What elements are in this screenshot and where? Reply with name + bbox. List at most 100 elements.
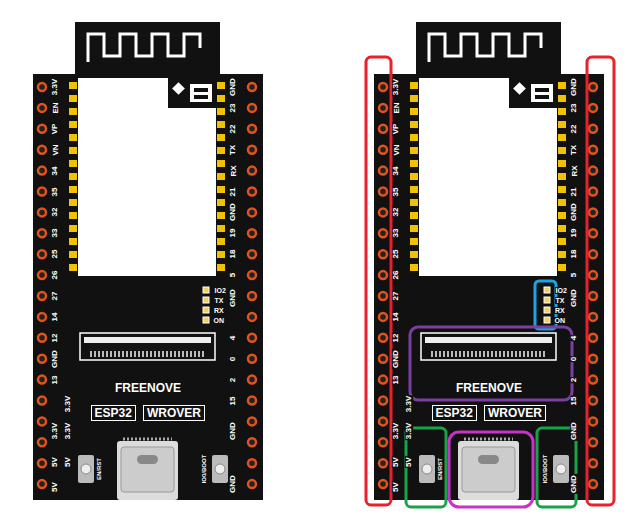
pin-label: 12 xyxy=(392,332,400,343)
led-label: IO2 xyxy=(555,287,568,294)
led-label: RX xyxy=(554,307,566,314)
pin-label: 34 xyxy=(392,165,400,176)
pin-label: EN xyxy=(51,101,59,114)
pin-label: 23 xyxy=(229,102,237,113)
pin-label: 33 xyxy=(392,228,400,239)
pin-label: 18 xyxy=(570,249,578,260)
model-label: ESP32 xyxy=(91,405,136,421)
esp32-board xyxy=(374,22,604,500)
pin-label: 35 xyxy=(51,186,59,197)
button-label: IO0/BOOT xyxy=(201,454,207,485)
pin-label: 4 xyxy=(229,335,237,341)
pin-label: 2 xyxy=(570,376,578,382)
pin-label: GND xyxy=(570,288,578,308)
pin-label: 3.3V xyxy=(405,422,413,440)
pin-label: 0 xyxy=(229,355,237,361)
pin-label: 19 xyxy=(229,228,237,239)
led-label: RX xyxy=(213,307,225,314)
pin-label: 27 xyxy=(51,291,59,302)
pin-label: 0 xyxy=(570,355,578,361)
led-label: ON xyxy=(554,317,567,324)
pin-label: GND xyxy=(229,203,237,223)
pin-label: VN xyxy=(51,143,59,156)
header-highlight xyxy=(587,57,614,505)
pin-label: 5V xyxy=(64,456,72,468)
pin-label: 2 xyxy=(229,376,237,382)
brand-label: FREENOVE xyxy=(455,382,523,394)
pin-label: 21 xyxy=(570,186,578,197)
usb-highlight xyxy=(449,432,533,507)
pin-label: 5V xyxy=(51,456,59,468)
pin-label: GND xyxy=(229,77,237,97)
pin-label: RX xyxy=(570,164,578,177)
model-label: WROVER xyxy=(484,405,546,421)
pin-label: 3.3V xyxy=(64,395,72,413)
pin-label: 26 xyxy=(392,270,400,281)
pin-label: 5V xyxy=(51,481,59,493)
led-label: IO2 xyxy=(214,287,227,294)
pin-label: 25 xyxy=(51,249,59,260)
pin-label: 12 xyxy=(51,332,59,343)
model-label: ESP32 xyxy=(432,405,477,421)
pin-label: 34 xyxy=(51,165,59,176)
pin-label: GND xyxy=(229,288,237,308)
pin-label: TX xyxy=(229,144,237,156)
pin-label: 3.3V xyxy=(64,422,72,440)
pin-label: GND xyxy=(570,77,578,97)
pin-label: 19 xyxy=(570,228,578,239)
pin-label: 25 xyxy=(392,249,400,260)
pin-label: GND xyxy=(570,421,578,441)
pin-label: VP xyxy=(392,122,400,135)
pin-label: 32 xyxy=(392,207,400,218)
pin-label: EN xyxy=(392,101,400,114)
pin-label: 15 xyxy=(229,395,237,406)
pin-label: 13 xyxy=(392,374,400,385)
pin-label: 14 xyxy=(392,311,400,322)
led-label: TX xyxy=(214,297,225,304)
pin-label: 3.3V xyxy=(392,78,400,96)
pin-label: 26 xyxy=(51,270,59,281)
pin-label: 14 xyxy=(51,311,59,322)
pin-label: 3.3V xyxy=(51,422,59,440)
button-label: EN/RST xyxy=(96,457,102,481)
pin-label: 5 xyxy=(570,272,578,278)
pin-label: VN xyxy=(392,143,400,156)
pin-label: 4 xyxy=(570,335,578,341)
pin-label: 22 xyxy=(229,123,237,134)
pin-label: 3.3V xyxy=(51,78,59,96)
led-label: ON xyxy=(213,317,226,324)
pin-label: 22 xyxy=(570,123,578,134)
brand-label: FREENOVE xyxy=(114,382,182,394)
pin-label: 21 xyxy=(229,186,237,197)
pin-label: 15 xyxy=(570,395,578,406)
camera-connector-highlight xyxy=(410,327,572,400)
pin-label: 35 xyxy=(392,186,400,197)
pin-label: 18 xyxy=(229,249,237,260)
pin-label: 23 xyxy=(570,102,578,113)
esp32-board xyxy=(33,22,263,500)
pin-label: TX xyxy=(570,144,578,156)
pin-label: 3.3V xyxy=(405,395,413,413)
pin-label: VP xyxy=(51,122,59,135)
pin-label: GND xyxy=(229,421,237,441)
pin-label: GND xyxy=(570,203,578,223)
pin-label: 5V xyxy=(392,456,400,468)
pin-label: 5V xyxy=(405,456,413,468)
pin-label: RX xyxy=(229,164,237,177)
pin-label: GND xyxy=(229,474,237,494)
button-label: IO0/BOOT xyxy=(542,454,548,485)
pin-label: GND xyxy=(570,474,578,494)
pin-label: 33 xyxy=(51,228,59,239)
pin-label: 13 xyxy=(51,374,59,385)
pin-label: GND xyxy=(51,349,59,369)
pin-label: 32 xyxy=(51,207,59,218)
pin-label: 5 xyxy=(229,272,237,278)
header-highlight xyxy=(366,57,391,505)
pin-label: GND xyxy=(392,349,400,369)
button-label: EN/RST xyxy=(437,457,443,481)
pin-label: 3.3V xyxy=(392,422,400,440)
led-label: TX xyxy=(555,297,566,304)
pin-label: 27 xyxy=(392,291,400,302)
